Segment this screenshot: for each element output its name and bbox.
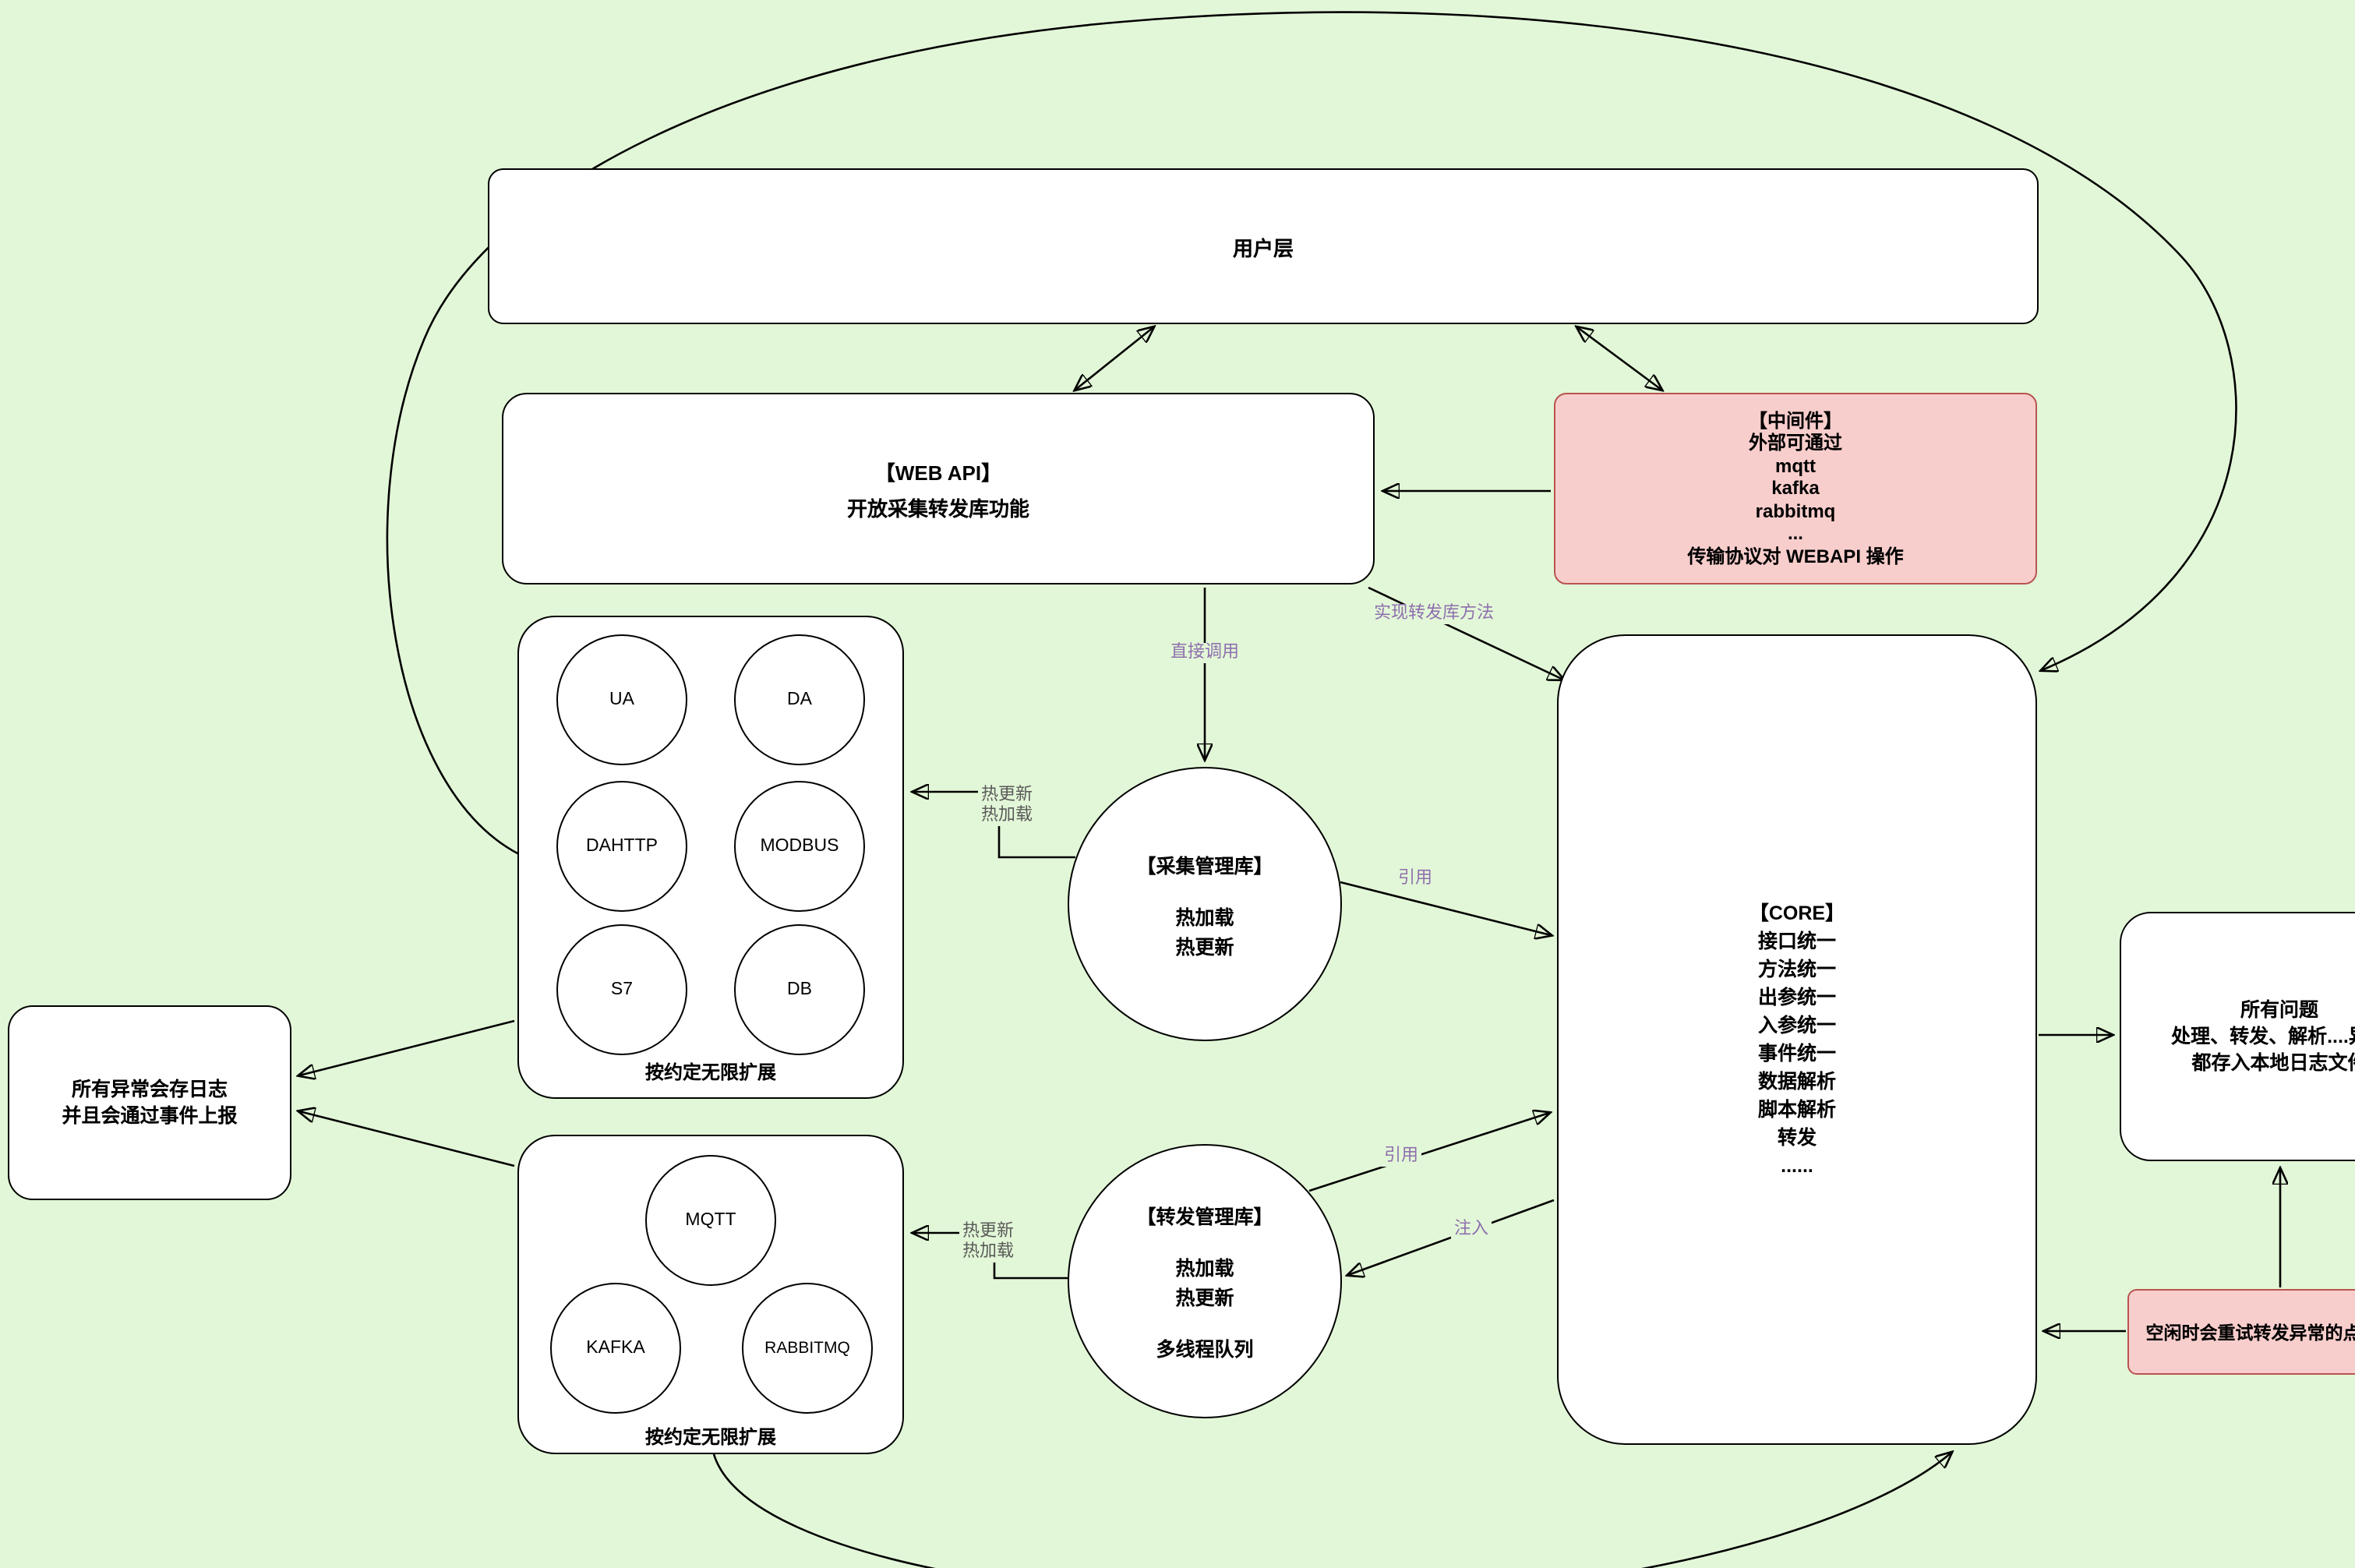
web-api-title: 【WEB API】 [874,461,1002,484]
forward-manager-title: 【转发管理库】 [1136,1206,1273,1228]
node-forward-manager: 【转发管理库】 热加载 热更新 多线程队列 [1068,1144,1342,1418]
edge-forwardmanager-core [1308,1113,1549,1192]
log-line: 都存入本地日志文件 [2191,1051,2355,1073]
middleware-line: 外部可通过 [1748,432,1842,454]
core-line: 事件统一 [1757,1043,1836,1065]
middleware-line: 传输协议对 WEBAPI 操作 [1687,545,1904,567]
edge-label-collect-hot: 热更新 热加载 [978,786,1036,826]
edge-label-forward-hot-line1: 热更新 [962,1222,1014,1241]
core-line: 接口统一 [1757,931,1836,952]
edge-label-forward-hot: 热更新 热加载 [959,1222,1017,1263]
edge-forwardplugins-exceptionbox [299,1111,515,1167]
node-web-api: 【WEB API】 开放采集转发库功能 [502,393,1375,584]
node-core: 【CORE】 接口统一 方法统一 出参统一 入参统一 事件统一 数据解析 脚本解… [1557,634,2037,1445]
core-line: 【CORE】 [1749,902,1845,924]
plugin-circle-s7: S7 [556,924,687,1055]
edge-collectplugins-exceptionbox [299,1019,515,1075]
forward-manager-line: 多线程队列 [1156,1339,1254,1361]
node-forward-plugins-container: MQTT KAFKA RABBITMQ 按约定无限扩展 [517,1135,904,1454]
edge-webapi-core-implement [1368,586,1563,680]
middleware-line: rabbitmq [1755,500,1836,522]
plugin-label: MQTT [685,1211,736,1230]
log-line: 处理、转发、解析....异常 [2171,1025,2355,1047]
collect-manager-line: 热更新 [1175,936,1234,958]
plugin-circle-kafka: KAFKA [550,1283,681,1414]
plugin-circle-db: DB [734,924,865,1055]
plugin-label: S7 [610,980,634,999]
edge-label-ref-collect: 引用 [1395,869,1435,889]
exception-line: 所有异常会存日志 [71,1078,228,1100]
edge-bottom-curve-to-core [712,1453,1951,1568]
edge-collectmanager-core [1340,881,1551,935]
plugin-label: DB [787,980,812,999]
plugin-label: KAFKA [586,1339,645,1358]
middleware-line: ... [1787,522,1803,545]
edge-label-collect-hot-line2: 热加载 [981,806,1033,825]
collect-manager-line: 热加载 [1175,906,1234,928]
edge-label-inject: 注入 [1451,1220,1492,1240]
edge-label-ref-forward: 引用 [1381,1146,1421,1167]
plugin-circle-da: DA [734,634,865,765]
plugin-circle-rabbitmq: RABBITMQ [742,1283,873,1414]
node-retry-box: 空闲时会重试转发异常的点位数据 [2127,1289,2355,1375]
plugin-circle-modbus: MODBUS [734,781,865,912]
edge-label-forward-hot-line2: 热加载 [962,1242,1014,1261]
plugin-label: MODBUS [760,837,839,856]
retry-label: 空闲时会重试转发异常的点位数据 [2145,1324,2355,1343]
node-middleware: 【中间件】 外部可通过 mqtt kafka rabbitmq ... 传输协议… [1554,393,2037,584]
node-collect-manager: 【采集管理库】 热加载 热更新 [1068,767,1342,1041]
middleware-line: mqtt [1775,454,1816,477]
forward-plugins-caption: 按约定无限扩展 [644,1426,776,1448]
core-line: 出参统一 [1757,987,1836,1008]
collect-plugins-caption: 按约定无限扩展 [644,1061,776,1083]
middleware-line: 【中间件】 [1748,409,1842,432]
core-line: 脚本解析 [1757,1099,1836,1121]
exception-line: 并且会通过事件上报 [62,1104,238,1126]
plugin-label: DA [787,690,812,709]
user-layer-label: 用户层 [1232,236,1294,260]
plugin-label: RABBITMQ [764,1339,850,1358]
node-collect-plugins-container: UA DA DAHTTP MODBUS S7 DB 按约定无限扩展 [517,616,904,1099]
plugin-circle-dahttp: DAHTTP [556,781,687,912]
plugin-label: UA [609,690,634,709]
forward-manager-line: 热更新 [1175,1287,1234,1309]
edge-label-direct-call: 直接调用 [1167,643,1242,663]
edge-big-top-curve-to-core [386,11,2237,856]
core-line: 转发 [1777,1127,1817,1149]
core-line: 入参统一 [1757,1015,1836,1037]
collect-manager-title: 【采集管理库】 [1136,855,1273,877]
core-line: 方法统一 [1757,959,1836,980]
middleware-line: kafka [1771,477,1820,500]
node-log-box: 所有问题 处理、转发、解析....异常 都存入本地日志文件 [2120,912,2355,1161]
plugin-circle-ua: UA [556,634,687,765]
edge-label-collect-hot-line1: 热更新 [981,786,1033,804]
core-line: 数据解析 [1757,1071,1836,1093]
forward-manager-line: 热加载 [1175,1258,1234,1280]
plugin-circle-mqtt: MQTT [645,1155,776,1286]
edge-userlayer-middleware [1577,327,1661,390]
node-exception-box: 所有异常会存日志 并且会通过事件上报 [8,1005,291,1200]
node-user-layer: 用户层 [488,168,2039,324]
edge-label-implement-forward: 实现转发库方法 [1371,604,1497,624]
plugin-label: DAHTTP [586,837,658,856]
log-line: 所有问题 [2240,998,2318,1020]
web-api-subtitle: 开放采集转发库功能 [846,496,1029,520]
edge-userlayer-webapi [1075,327,1153,390]
core-line: ...... [1781,1155,1813,1177]
